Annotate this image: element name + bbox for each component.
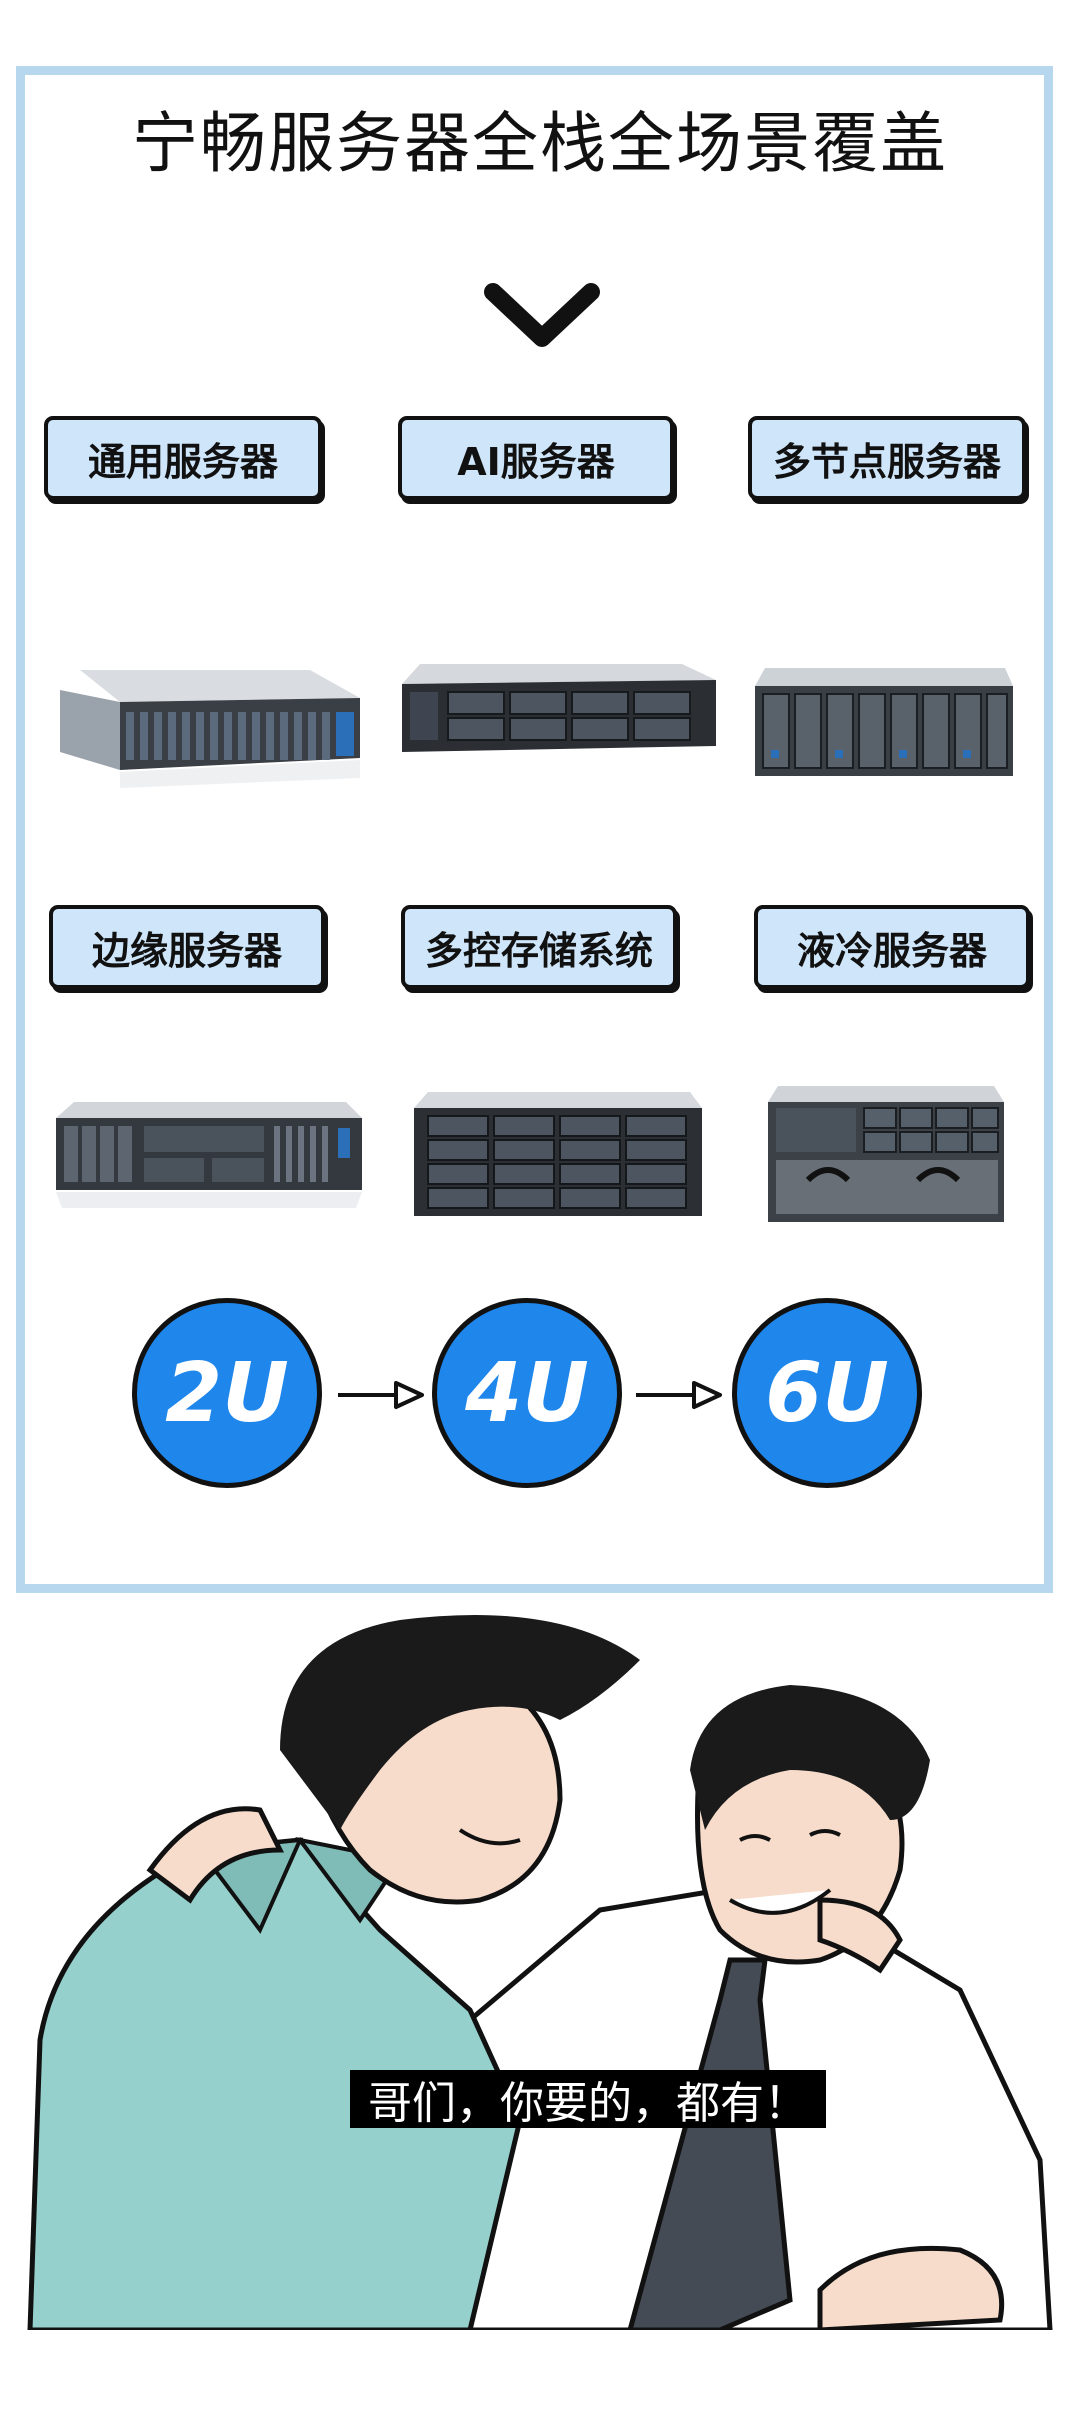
rack-size-4u: 4U — [432, 1298, 622, 1488]
multinode-server-image — [755, 668, 1013, 776]
tag-liquid-cooling-server: 液冷服务器 — [754, 905, 1030, 989]
arrow-right-icon — [338, 1381, 424, 1409]
tag-general-server: 通用服务器 — [44, 416, 322, 500]
edge-server-image — [56, 1102, 362, 1208]
arrow-right-icon — [636, 1381, 722, 1409]
ai-server-image — [402, 664, 716, 752]
liquid-cooling-server-image — [768, 1086, 1004, 1222]
storage-system-image — [414, 1092, 702, 1216]
chevron-down-icon — [484, 283, 600, 347]
tag-ai-server: AI服务器 — [398, 416, 674, 500]
tag-storage-system: 多控存储系统 — [401, 905, 677, 989]
tag-multinode-server: 多节点服务器 — [748, 416, 1026, 500]
tag-edge-server: 边缘服务器 — [49, 905, 325, 989]
rack-size-6u: 6U — [732, 1298, 922, 1488]
rack-size-2u: 2U — [132, 1298, 322, 1488]
page-title: 宁畅服务器全栈全场景覆盖 — [132, 105, 948, 182]
general-server-image — [60, 670, 360, 788]
caption-text: 哥们，你要的，都有！ — [350, 2070, 826, 2129]
cartoon-illustration — [27, 1615, 1053, 2330]
